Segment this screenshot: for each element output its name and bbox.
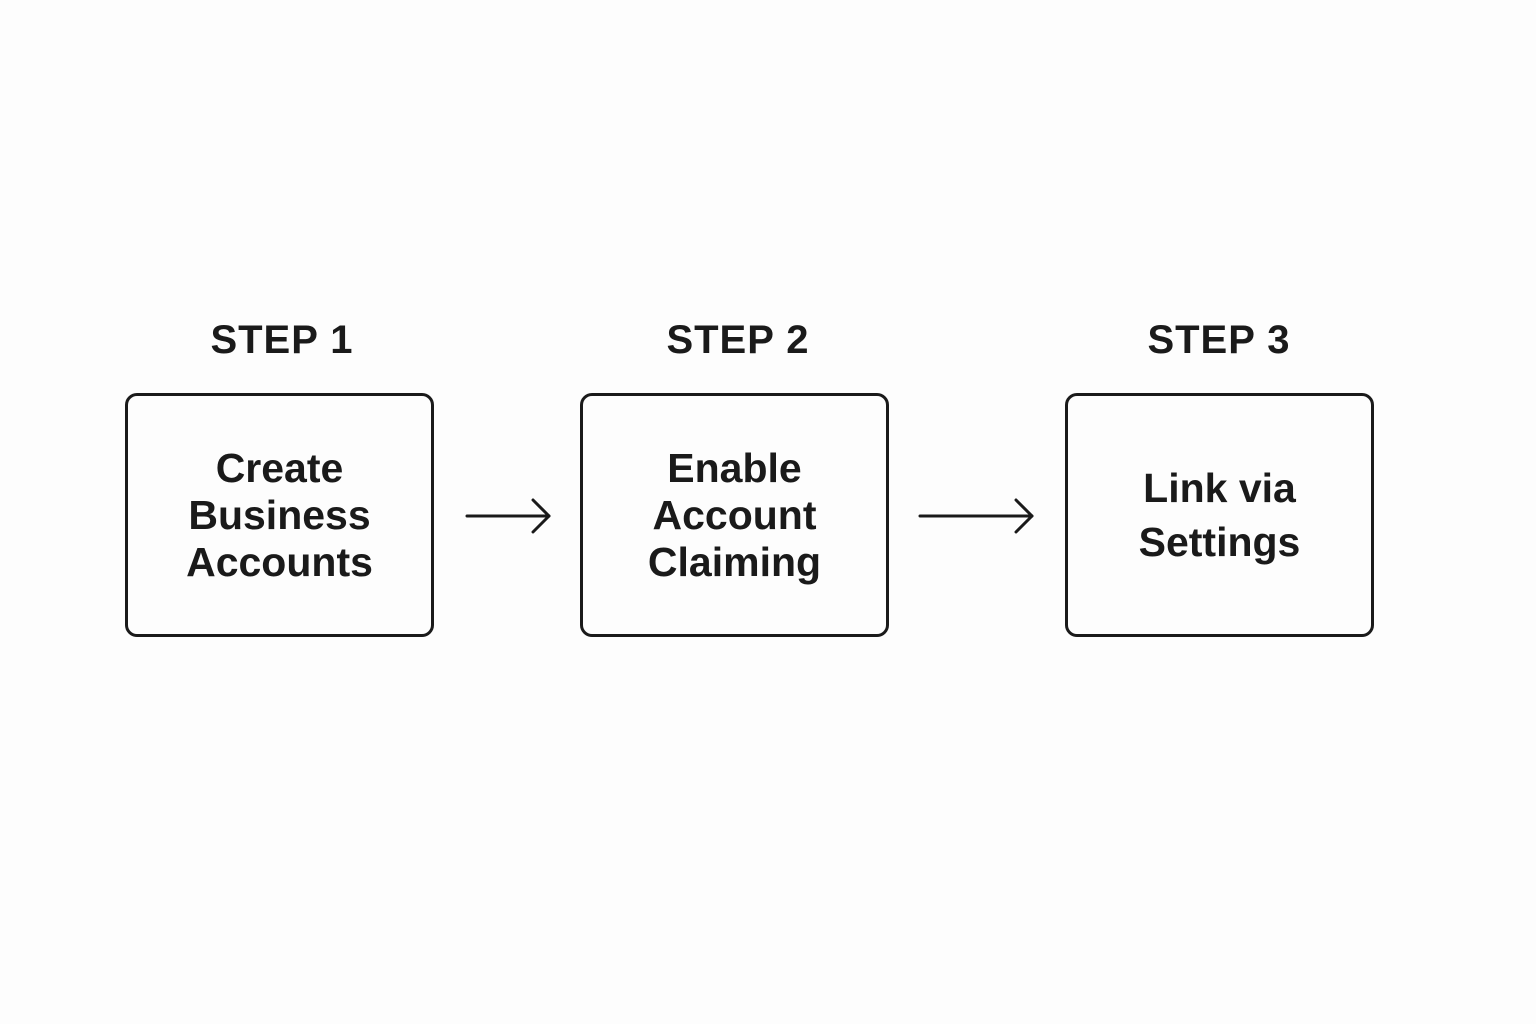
step-3-label: STEP 3 [1147,318,1291,362]
arrow-right-icon [465,498,551,534]
step-3-box: Link via Settings [1065,393,1374,637]
step-1-label: STEP 1 [210,318,354,362]
step-3-text: Link via Settings [1138,465,1301,565]
step-1-box: Create Business Accounts [125,393,434,637]
step-1-text: Create Business Accounts [186,444,373,585]
step-2-label: STEP 2 [666,318,810,362]
step-2-text: Enable Account Claiming [647,444,822,585]
arrow-right-icon [918,498,1034,534]
step-2-box: Enable Account Claiming [580,393,889,637]
